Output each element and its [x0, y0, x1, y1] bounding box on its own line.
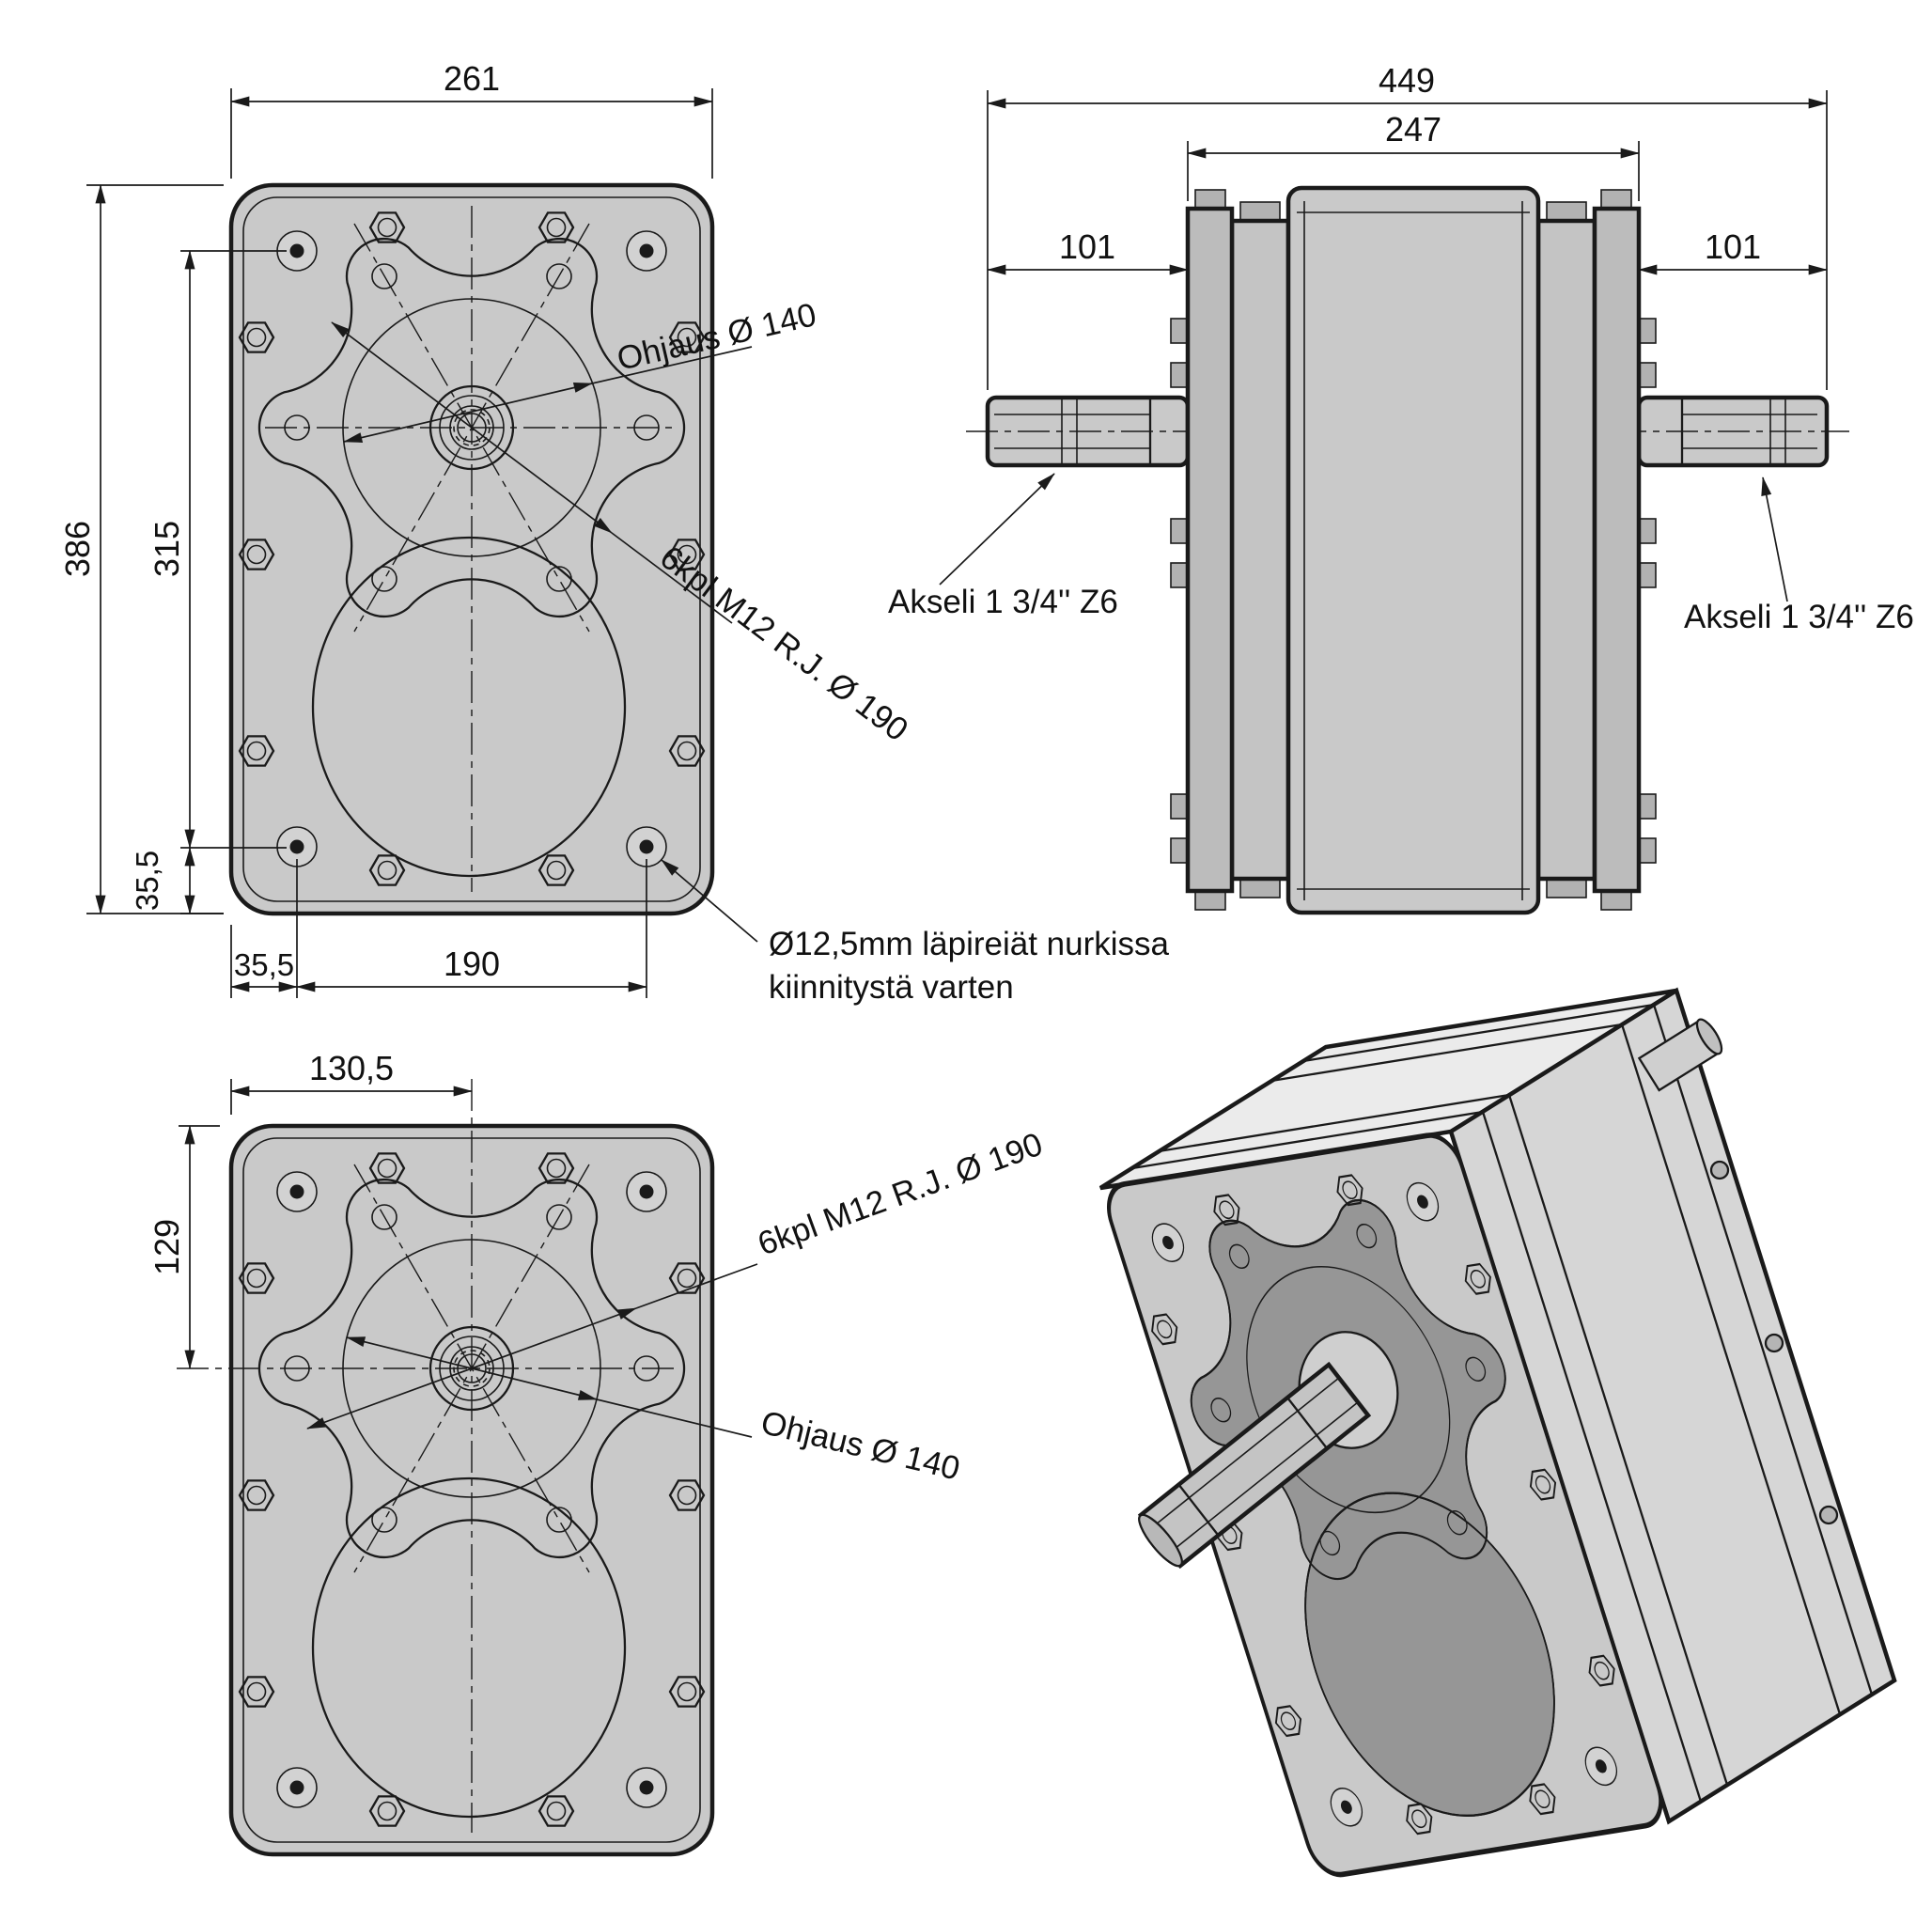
note-corner-holes-line2: kiinnitystä varten	[769, 969, 1014, 1006]
stub-end-cap	[1695, 1018, 1723, 1055]
dim-text-190: 190	[444, 945, 500, 983]
iso-front-shaft	[1137, 1331, 1399, 1570]
dim-text-129: 129	[148, 1219, 186, 1275]
iso-side-bands	[1481, 1004, 1874, 1803]
front-view-bottom: 130,5 129 6kpl M12 R.J. Ø 190 Ohjaus Ø 1…	[148, 1049, 1048, 1857]
dim-height-386: 386	[58, 184, 224, 914]
iso-top-bands	[1131, 1003, 1655, 1170]
dim-corner-offset-v-35-5: 35,5	[130, 847, 224, 914]
dim-body-247: 247	[1187, 110, 1640, 201]
dim-corner-offset-h-35-5: 35,5	[230, 859, 298, 998]
side-body	[966, 185, 1849, 915]
dim-text-101-left: 101	[1059, 227, 1115, 266]
dim-total-449: 449	[987, 61, 1828, 390]
label-pilot: Ohjaus Ø 140	[757, 1404, 963, 1488]
leader-shaft-right: Akseli 1 3/4'' Z6	[1684, 476, 1914, 635]
rear-bolt	[1709, 1160, 1730, 1180]
label-shaft-right: Akseli 1 3/4'' Z6	[1684, 599, 1914, 635]
dim-text-35-5-h: 35,5	[234, 947, 294, 982]
dim-text-130-5: 130,5	[309, 1049, 394, 1087]
dim-text-35-5-v: 35,5	[130, 851, 164, 911]
iso-shaft-end-cap	[1138, 1513, 1183, 1568]
rear-bolt	[1764, 1333, 1784, 1353]
center-barrel	[1285, 185, 1541, 915]
body-section-right	[1535, 218, 1597, 882]
leader-shaft-left: Akseli 1 3/4'' Z6	[888, 473, 1118, 620]
flange-right	[1592, 206, 1642, 894]
body-section-left	[1229, 218, 1291, 882]
dim-text-315: 315	[148, 521, 186, 577]
dim-text-261: 261	[444, 59, 500, 98]
dim-shaft-left-101: 101	[987, 227, 1189, 275]
dim-center-x-130-5: 130,5	[230, 1049, 473, 1115]
dim-hole-span-190: 190	[296, 859, 647, 998]
leader-corner-holes-note: Ø12,5mm läpireiät nurkissa kiinnitystä v…	[661, 859, 1170, 1006]
isometric-view	[1098, 987, 1897, 1878]
iso-front-plate	[1106, 1133, 1663, 1878]
dim-hole-span-315: 315	[148, 250, 287, 849]
front-view-top: 261 386 315 35,5 35,5 19	[58, 59, 1170, 1006]
label-bolt-circle: 6kpl M12 R.J. Ø 190	[753, 1126, 1047, 1263]
dim-text-247: 247	[1385, 110, 1441, 148]
side-view: 449 247 101 101 Akseli 1 3/4'' Z6 Akseli…	[888, 61, 1914, 915]
dim-text-386: 386	[58, 521, 97, 577]
iso-rear-shaft-stub	[1637, 1018, 1723, 1092]
dim-shaft-right-101: 101	[1638, 227, 1828, 275]
shaft-right	[1614, 395, 1849, 468]
note-corner-holes-line1: Ø12,5mm läpireiät nurkissa	[769, 926, 1170, 962]
dim-text-449: 449	[1379, 61, 1435, 100]
flange-left	[1185, 206, 1235, 894]
shaft-left	[966, 395, 1212, 468]
rear-bolt	[1818, 1505, 1839, 1525]
dim-width-261: 261	[230, 59, 713, 179]
dim-text-101-right: 101	[1705, 227, 1761, 266]
dim-center-y-129: 129	[148, 1125, 220, 1369]
label-shaft-left: Akseli 1 3/4'' Z6	[888, 584, 1118, 620]
